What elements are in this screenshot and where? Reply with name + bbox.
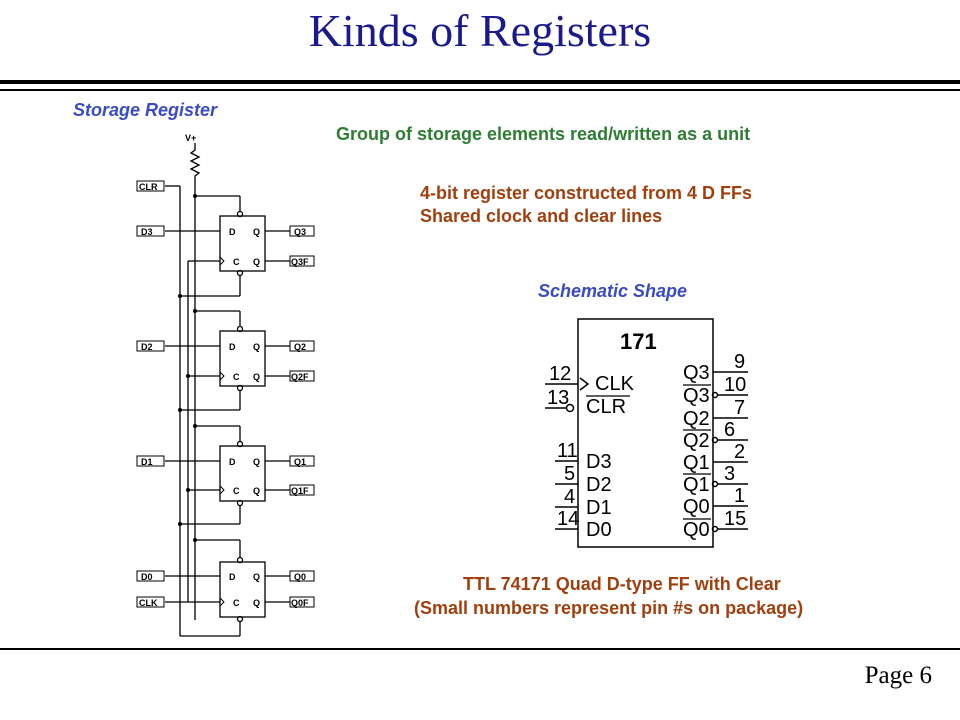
output-q1f-label: Q1F bbox=[291, 486, 309, 496]
pin-q2bar-number: 6 bbox=[724, 419, 735, 441]
pin-q3-number: 9 bbox=[734, 351, 745, 373]
pin-clk-number: 12 bbox=[549, 363, 571, 385]
pin-d2-number: 5 bbox=[564, 463, 575, 485]
chip-171-symbol bbox=[545, 318, 748, 548]
ff2-pin-d: D bbox=[229, 342, 236, 352]
chip-output-q0: Q0 bbox=[683, 496, 710, 518]
ttl-description-1: TTL 74171 Quad D-type FF with Clear bbox=[463, 574, 781, 594]
chip-output-q3: Q3 bbox=[683, 362, 710, 384]
pin-q0-number: 1 bbox=[734, 485, 745, 507]
clr-input-label: CLR bbox=[139, 182, 158, 192]
ff0-pin-qbar: Q bbox=[253, 598, 260, 608]
flip-flop-2 bbox=[219, 330, 266, 387]
ttl-description-2: (Small numbers represent pin #s on packa… bbox=[414, 598, 804, 618]
title-rule-thin bbox=[0, 89, 960, 91]
overbars bbox=[586, 384, 711, 520]
chip-output-q2-bar: Q2 bbox=[683, 430, 710, 452]
output-q1-label: Q1 bbox=[294, 457, 306, 467]
chip-output-q1-bar: Q1 bbox=[683, 474, 710, 496]
pin-d1-number: 4 bbox=[564, 486, 575, 508]
chip-clk-label: CLK bbox=[595, 373, 635, 395]
pin-q0bar-number: 15 bbox=[724, 508, 746, 530]
ff3-pin-qbar: Q bbox=[253, 257, 260, 267]
chip-input-d1: D1 bbox=[586, 497, 612, 519]
clock-markers bbox=[219, 256, 225, 607]
storage-register-label: Storage Register bbox=[73, 100, 218, 120]
chip-output-q2: Q2 bbox=[683, 408, 710, 430]
flip-flop-0 bbox=[219, 561, 266, 618]
chip-output-q0-bar: Q0 bbox=[683, 519, 710, 541]
chip-input-d0: D0 bbox=[586, 519, 612, 541]
ff3-pin-q: Q bbox=[253, 227, 260, 237]
input-d3-label: D3 bbox=[141, 227, 153, 237]
chip-output-q1: Q1 bbox=[683, 452, 710, 474]
ff1-pin-d: D bbox=[229, 457, 236, 467]
output-q0f-label: Q0F bbox=[291, 598, 309, 608]
storage-register-circuit bbox=[165, 143, 290, 637]
ff2-pin-q: Q bbox=[253, 342, 260, 352]
output-q3-label: Q3 bbox=[294, 227, 306, 237]
output-q2f-label: Q2F bbox=[291, 372, 309, 382]
schematic-shape-label: Schematic Shape bbox=[538, 281, 688, 301]
output-q0-label: Q0 bbox=[294, 572, 306, 582]
flip-flop-3 bbox=[219, 215, 266, 272]
pin-q1bar-number: 3 bbox=[724, 463, 735, 485]
signal-tags bbox=[136, 180, 315, 608]
pin-d0-number: 14 bbox=[557, 508, 579, 530]
footer-rule bbox=[0, 648, 960, 650]
ff1-pin-c: C bbox=[233, 486, 240, 496]
pin-q3bar-number: 10 bbox=[724, 374, 746, 396]
ff2-pin-c: C bbox=[233, 372, 240, 382]
register-description-1: 4-bit register constructed from 4 D FFs bbox=[420, 183, 753, 203]
pullup-resistor bbox=[189, 143, 201, 196]
chip-body bbox=[577, 318, 714, 548]
clk-input-label: CLK bbox=[139, 598, 158, 608]
output-q3f-label: Q3F bbox=[291, 257, 309, 267]
output-q2-label: Q2 bbox=[294, 342, 306, 352]
pin-q2-number: 7 bbox=[734, 397, 745, 419]
group-description: Group of storage elements read/written a… bbox=[336, 124, 751, 144]
ff1-pin-qbar: Q bbox=[253, 486, 260, 496]
register-description-2: Shared clock and clear lines bbox=[420, 206, 663, 226]
chip-clr-label: CLR bbox=[586, 396, 626, 418]
input-d0-label: D0 bbox=[141, 572, 153, 582]
ff0-pin-d: D bbox=[229, 572, 236, 582]
input-d1-label: D1 bbox=[141, 457, 153, 467]
ff3-pin-d: D bbox=[229, 227, 236, 237]
page-number: Page 6 bbox=[864, 662, 932, 689]
ff0-pin-q: Q bbox=[253, 572, 260, 582]
flip-flop-1 bbox=[219, 445, 266, 502]
ff0-pin-c: C bbox=[233, 598, 240, 608]
chip-input-d2: D2 bbox=[586, 474, 612, 496]
vplus-label: V+ bbox=[185, 133, 196, 143]
circuit-junctions bbox=[178, 194, 197, 542]
pin-q1-number: 2 bbox=[734, 441, 745, 463]
pin-clr-number: 13 bbox=[547, 387, 569, 409]
slide-title: Kinds of Registers bbox=[308, 5, 652, 56]
title-rule-thick bbox=[0, 80, 960, 84]
chip-output-q3-bar: Q3 bbox=[683, 385, 710, 407]
chip-input-d3: D3 bbox=[586, 451, 612, 473]
pin-d3-number: 11 bbox=[557, 440, 578, 462]
chip-number: 171 bbox=[620, 329, 657, 354]
ff2-pin-qbar: Q bbox=[253, 372, 260, 382]
input-d2-label: D2 bbox=[141, 342, 153, 352]
ff1-pin-q: Q bbox=[253, 457, 260, 467]
ff3-pin-c: C bbox=[233, 257, 240, 267]
